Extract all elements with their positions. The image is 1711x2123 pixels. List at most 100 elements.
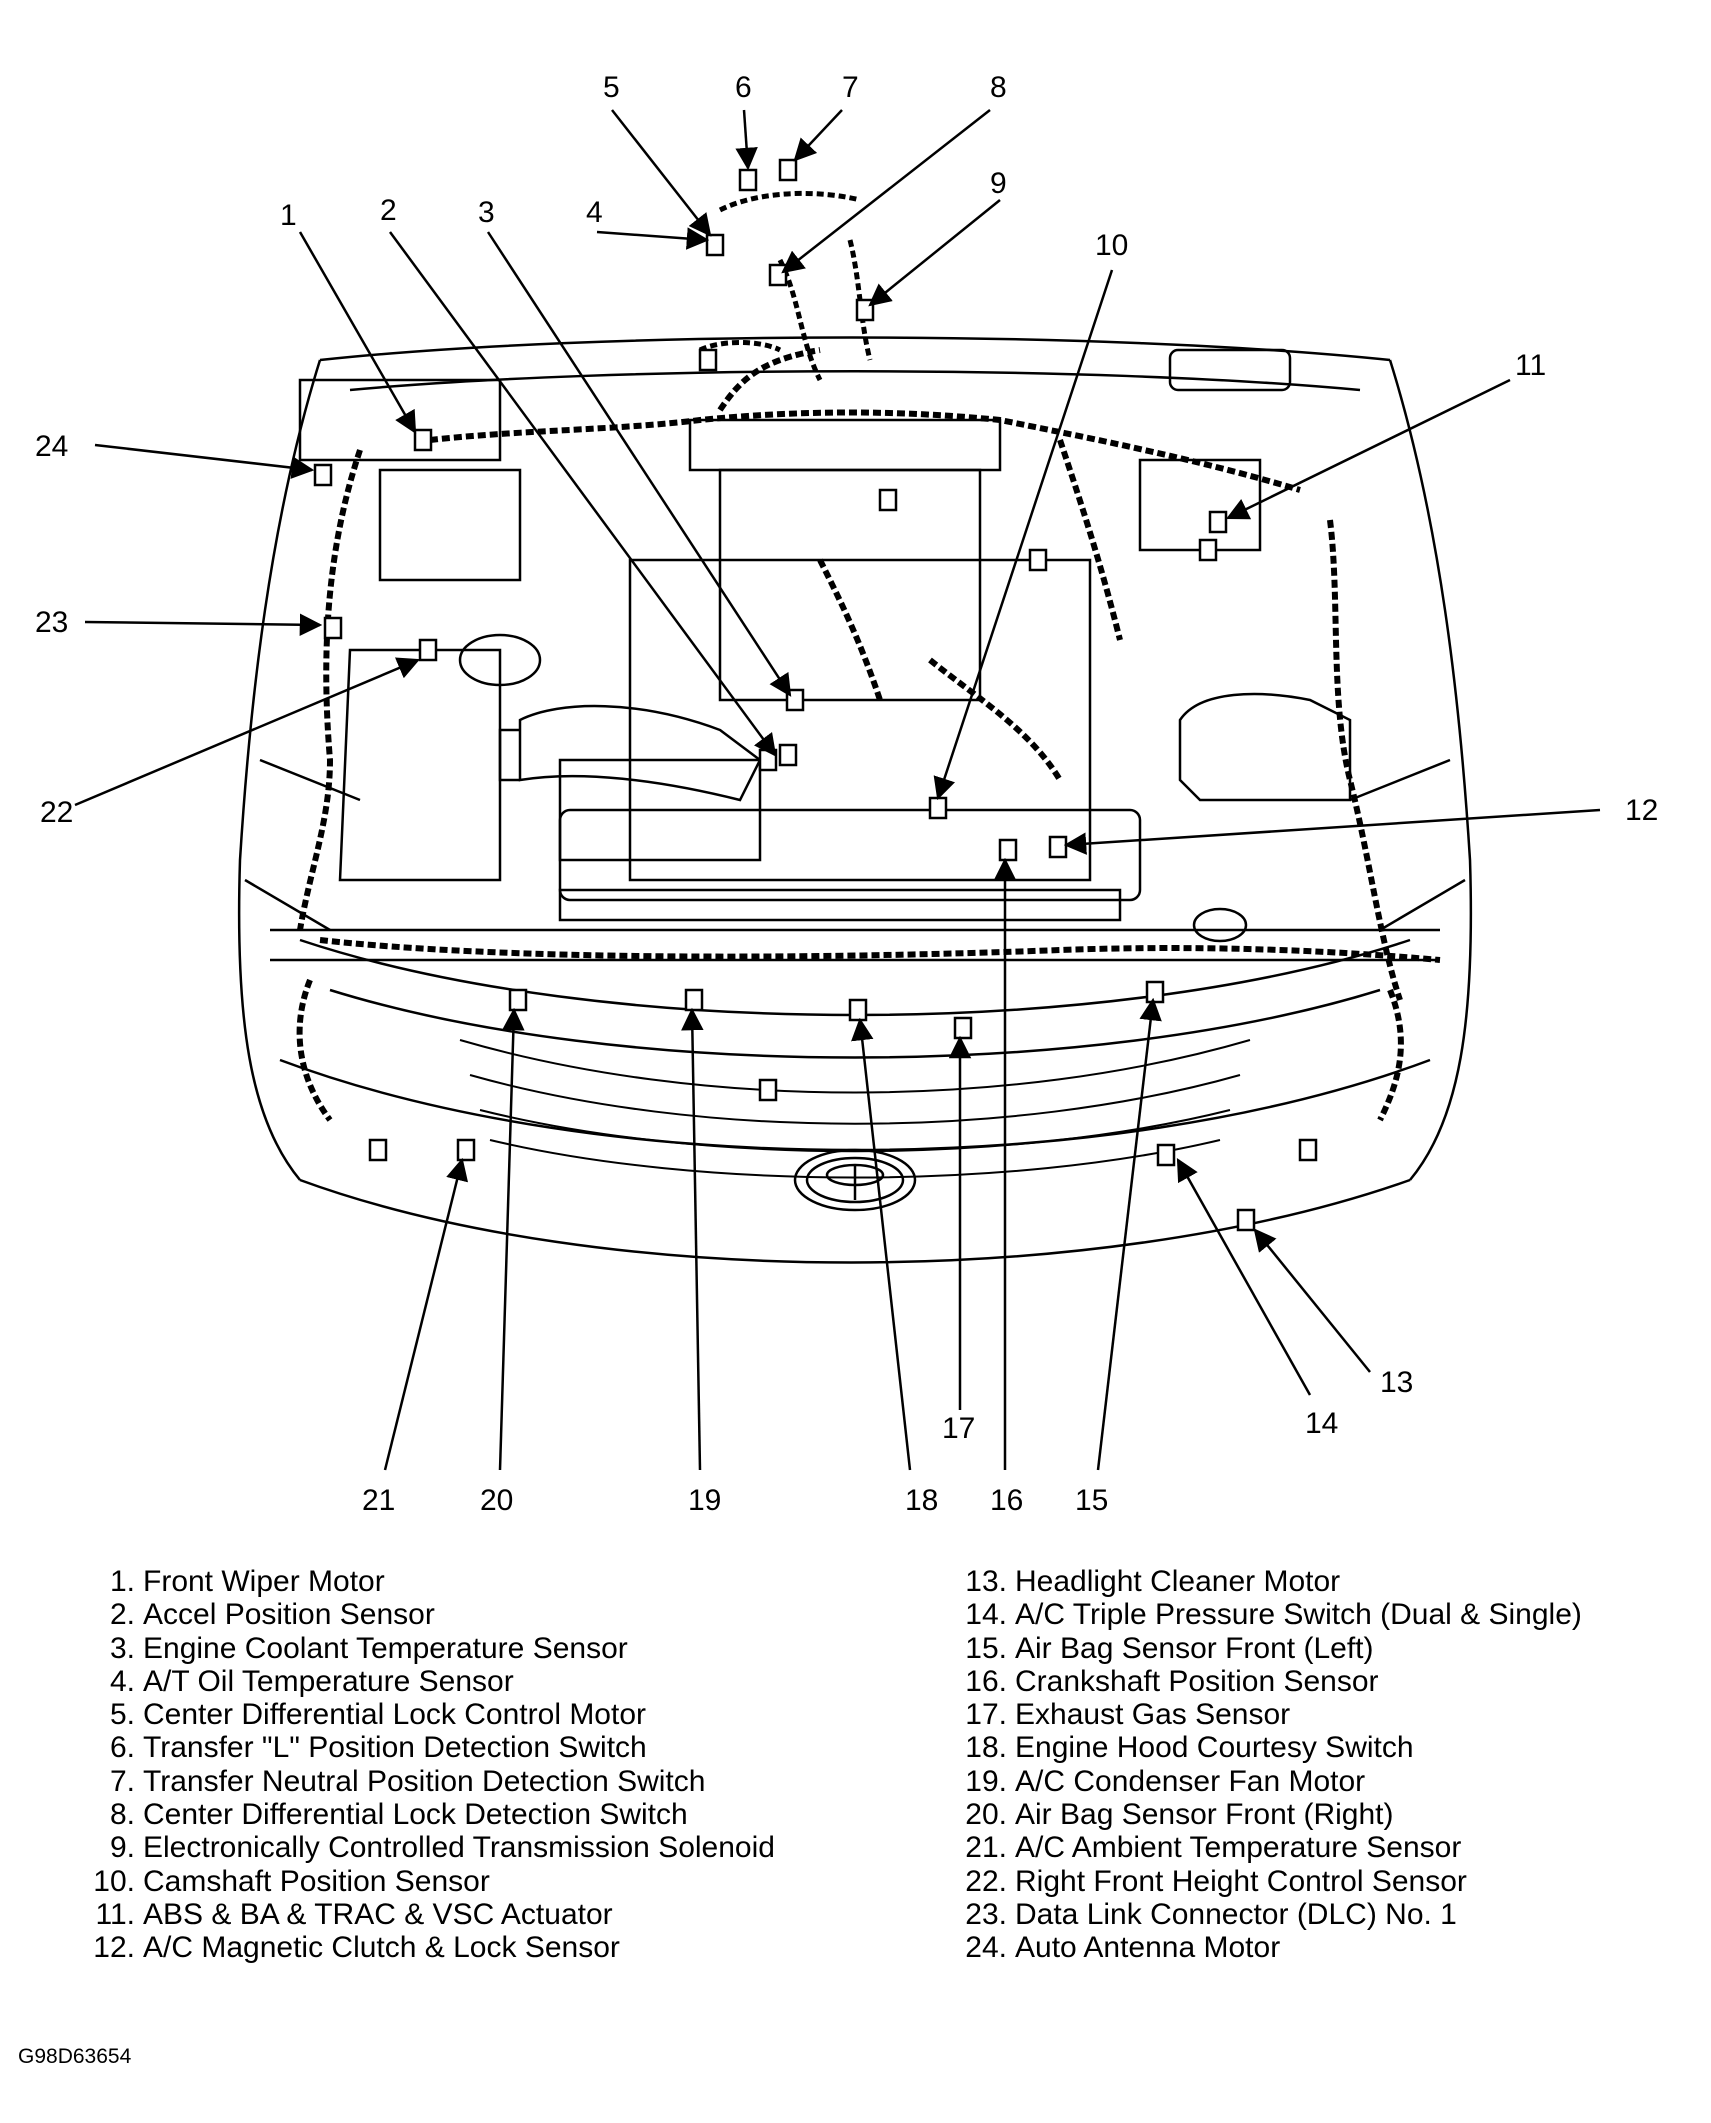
- connectors: [313, 158, 1318, 1232]
- callout-1: 1: [280, 199, 297, 232]
- callout-13: 13: [1380, 1366, 1413, 1399]
- callout-numbers: 1 2 3 4 5 6 7 8 9 10 11 12 13 14 15 16 1…: [35, 71, 1658, 1517]
- legend-label: ABS & BA & TRAC & VSC Actuator: [143, 1897, 613, 1931]
- legend-label: Electronically Controlled Transmission S…: [143, 1831, 775, 1865]
- callout-11: 11: [1515, 349, 1546, 382]
- legend-item: 12.A/C Magnetic Clutch & Lock Sensor: [78, 1931, 878, 1964]
- legend-number: 3.: [109, 1631, 135, 1665]
- legend-label: Engine Hood Courtesy Switch: [1015, 1731, 1414, 1765]
- callout-20: 20: [480, 1484, 513, 1517]
- legend-number: 10.: [93, 1864, 135, 1898]
- legend-item: 18.Engine Hood Courtesy Switch: [950, 1731, 1690, 1764]
- legend-item: 8.Center Differential Lock Detection Swi…: [78, 1798, 878, 1831]
- legend-item: 15.Air Bag Sensor Front (Left): [950, 1632, 1690, 1665]
- legend-number: 5.: [109, 1698, 135, 1732]
- legend-label: Center Differential Lock Detection Switc…: [143, 1798, 688, 1832]
- callout-15: 15: [1075, 1484, 1108, 1517]
- legend-label: A/C Ambient Temperature Sensor: [1015, 1831, 1462, 1865]
- legend-right-column: 13.Headlight Cleaner Motor 14.A/C Triple…: [950, 1565, 1690, 1965]
- legend-number: 4.: [109, 1664, 135, 1698]
- legend-number: 23.: [965, 1897, 1007, 1931]
- legend-number: 7.: [109, 1764, 135, 1798]
- legend-label: Data Link Connector (DLC) No. 1: [1015, 1897, 1457, 1931]
- legend-number: 17.: [965, 1698, 1007, 1732]
- leader-lines: [74, 109, 1601, 1471]
- legend-label: Engine Coolant Temperature Sensor: [143, 1631, 628, 1665]
- legend-label: Camshaft Position Sensor: [143, 1864, 490, 1898]
- legend-label: Transfer Neutral Position Detection Swit…: [143, 1764, 706, 1798]
- legend-item: 1.Front Wiper Motor: [78, 1565, 878, 1598]
- legend-number: 13.: [965, 1565, 1007, 1598]
- legend-item: 16.Crankshaft Position Sensor: [950, 1665, 1690, 1698]
- callout-21: 21: [362, 1484, 395, 1517]
- legend-item: 23.Data Link Connector (DLC) No. 1: [950, 1898, 1690, 1931]
- legend-item: 5.Center Differential Lock Control Motor: [78, 1698, 878, 1731]
- callout-17: 17: [942, 1412, 975, 1445]
- callout-3: 3: [478, 196, 495, 229]
- legend-item: 3.Engine Coolant Temperature Sensor: [78, 1632, 878, 1665]
- upper-harness: [698, 190, 873, 382]
- callout-23: 23: [35, 606, 68, 639]
- callout-18: 18: [905, 1484, 938, 1517]
- legend-label: Front Wiper Motor: [143, 1565, 385, 1598]
- callout-19: 19: [688, 1484, 721, 1517]
- callout-12: 12: [1625, 794, 1658, 827]
- legend-label: A/C Magnetic Clutch & Lock Sensor: [143, 1931, 620, 1965]
- legend-label: Auto Antenna Motor: [1015, 1931, 1281, 1965]
- legend-item: 10.Camshaft Position Sensor: [78, 1865, 878, 1898]
- callout-5: 5: [603, 71, 620, 104]
- legend-item: 22.Right Front Height Control Sensor: [950, 1865, 1690, 1898]
- legend-left-column: 1.Front Wiper Motor 2.Accel Position Sen…: [78, 1565, 878, 1965]
- legend-item: 20.Air Bag Sensor Front (Right): [950, 1798, 1690, 1831]
- legend-label: A/T Oil Temperature Sensor: [143, 1664, 514, 1698]
- legend-number: 18.: [965, 1731, 1007, 1765]
- toyota-emblem: [793, 1148, 917, 1212]
- engine-compartment-diagram: 1 2 3 4 5 6 7 8 9 10 11 12 13 14 15 16 1…: [35, 71, 1658, 1517]
- legend-number: 12.: [93, 1931, 135, 1965]
- engine-assembly: [558, 418, 1142, 902]
- legend-number: 1.: [109, 1565, 135, 1598]
- legend-item: 19.A/C Condenser Fan Motor: [950, 1765, 1690, 1798]
- legend-label: A/C Triple Pressure Switch (Dual & Singl…: [1015, 1598, 1582, 1632]
- legend-label: Air Bag Sensor Front (Right): [1015, 1798, 1394, 1832]
- legend-number: 19.: [965, 1764, 1007, 1798]
- legend-item: 11.ABS & BA & TRAC & VSC Actuator: [78, 1898, 878, 1931]
- legend-number: 9.: [109, 1831, 135, 1865]
- legend-number: 11.: [95, 1897, 135, 1931]
- figure-code: G98D63654: [18, 2045, 132, 2068]
- callout-22: 22: [40, 796, 73, 829]
- callout-4: 4: [586, 196, 603, 229]
- legend-item: 24.Auto Antenna Motor: [950, 1931, 1690, 1964]
- legend-number: 2.: [109, 1598, 135, 1632]
- legend-label: Crankshaft Position Sensor: [1015, 1664, 1379, 1698]
- legend-item: 4.A/T Oil Temperature Sensor: [78, 1665, 878, 1698]
- callout-24: 24: [35, 430, 68, 463]
- battery: [1178, 692, 1352, 802]
- callout-7: 7: [842, 71, 859, 104]
- legend-number: 14.: [965, 1598, 1007, 1632]
- coolant-reservoir: [458, 633, 1248, 943]
- callout-9: 9: [990, 167, 1007, 200]
- callout-2: 2: [380, 194, 397, 227]
- callout-6: 6: [735, 71, 752, 104]
- wiring-harness: [296, 347, 1441, 1122]
- callout-14: 14: [1305, 1407, 1338, 1440]
- air-cleaner-box: [298, 378, 522, 882]
- legend-item: 21.A/C Ambient Temperature Sensor: [950, 1831, 1690, 1864]
- legend-item: 9.Electronically Controlled Transmission…: [78, 1831, 878, 1864]
- legend-item: 7.Transfer Neutral Position Detection Sw…: [78, 1765, 878, 1798]
- legend-number: 21.: [965, 1831, 1007, 1865]
- legend-number: 8.: [109, 1798, 135, 1832]
- legend-label: Exhaust Gas Sensor: [1015, 1698, 1291, 1732]
- callout-10: 10: [1095, 229, 1128, 262]
- legend-label: Accel Position Sensor: [143, 1598, 435, 1632]
- legend-number: 6.: [109, 1731, 135, 1765]
- legend-number: 20.: [965, 1798, 1007, 1832]
- legend-number: 24.: [965, 1931, 1007, 1965]
- legend-item: 2.Accel Position Sensor: [78, 1598, 878, 1631]
- legend-number: 22.: [965, 1864, 1007, 1898]
- legend-item: 14.A/C Triple Pressure Switch (Dual & Si…: [950, 1598, 1690, 1631]
- legend-label: Headlight Cleaner Motor: [1015, 1565, 1341, 1598]
- legend-number: 15.: [965, 1631, 1007, 1665]
- callout-16: 16: [990, 1484, 1023, 1517]
